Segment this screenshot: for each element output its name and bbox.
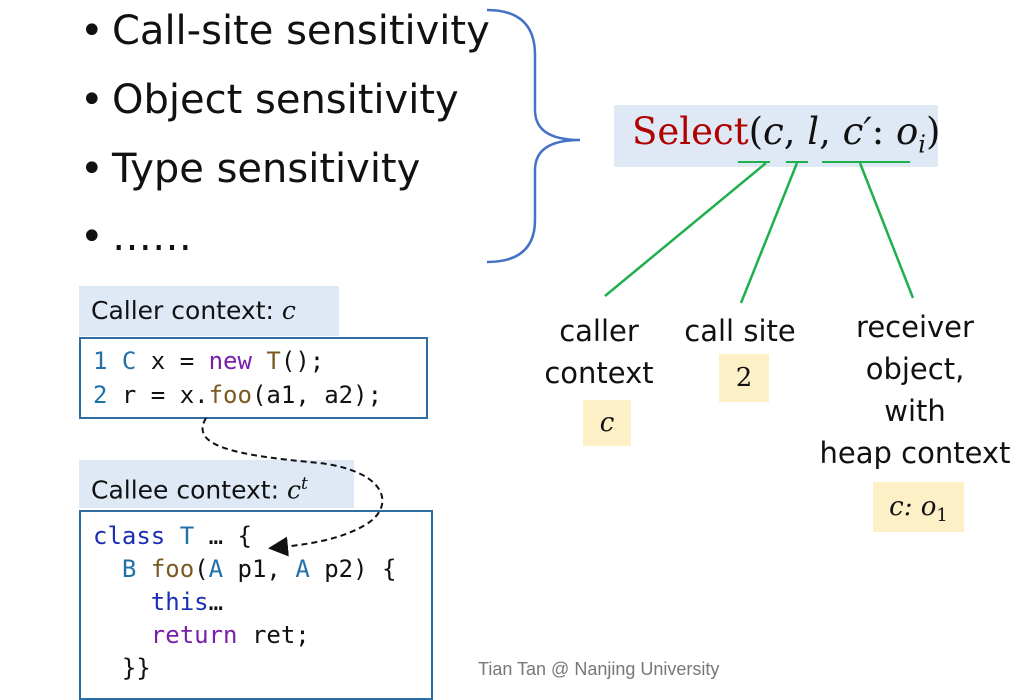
select-formula: Select(c, l, c′: oi) [632, 110, 941, 159]
footer-credit: Tian Tan @ Nanjing University [478, 659, 720, 679]
callee-code-line-2: B foo(A p1, A p2) { [121, 555, 397, 583]
connector-call-site [739, 162, 799, 304]
bullet-object: •Object sensitivity [80, 77, 459, 123]
tag-call-site: 2 [719, 354, 769, 402]
connector-receiver-object [858, 162, 915, 299]
tag-caller-context: c [583, 400, 631, 446]
formula-arg-object: o [896, 110, 919, 153]
callee-context-label: Callee context: ct [79, 460, 354, 508]
connector-caller-context [604, 162, 767, 297]
bullet-call-site: •Call-site sensitivity [80, 8, 490, 54]
bullet-type: •Type sensitivity [80, 146, 421, 192]
formula-arg-heap-context: c′ [842, 110, 872, 153]
select-function-name: Select [632, 110, 749, 153]
curly-brace [486, 8, 581, 264]
formula-box [614, 105, 938, 167]
call-edge-arrow [201, 417, 384, 557]
tag-receiver-object: c: o1 [873, 482, 964, 532]
label-caller-context: caller context [544, 314, 654, 390]
caller-code-block: 1 C x = new T(); 2 r = x.foo(a1, a2); [79, 337, 428, 419]
callee-code-line-4: return ret; [150, 621, 310, 649]
callee-code-line-3: this… [150, 588, 224, 616]
callee-code-line-5: }} [121, 654, 151, 682]
label-call-site: call site [684, 314, 796, 348]
bullet-ellipsis: •…… [80, 214, 192, 260]
caller-code-line-2: 2 r = x.foo(a1, a2); [93, 381, 383, 409]
formula-arg-callsite: l [807, 110, 820, 153]
caller-context-label: Caller context: c [79, 286, 339, 336]
label-receiver-object: receiver object, with heap context [819, 310, 1011, 470]
caller-code-line-1: 1 C x = new T(); [93, 347, 325, 375]
formula-arg-context: c [763, 110, 784, 153]
callee-code-line-1: class T … { [93, 522, 252, 550]
